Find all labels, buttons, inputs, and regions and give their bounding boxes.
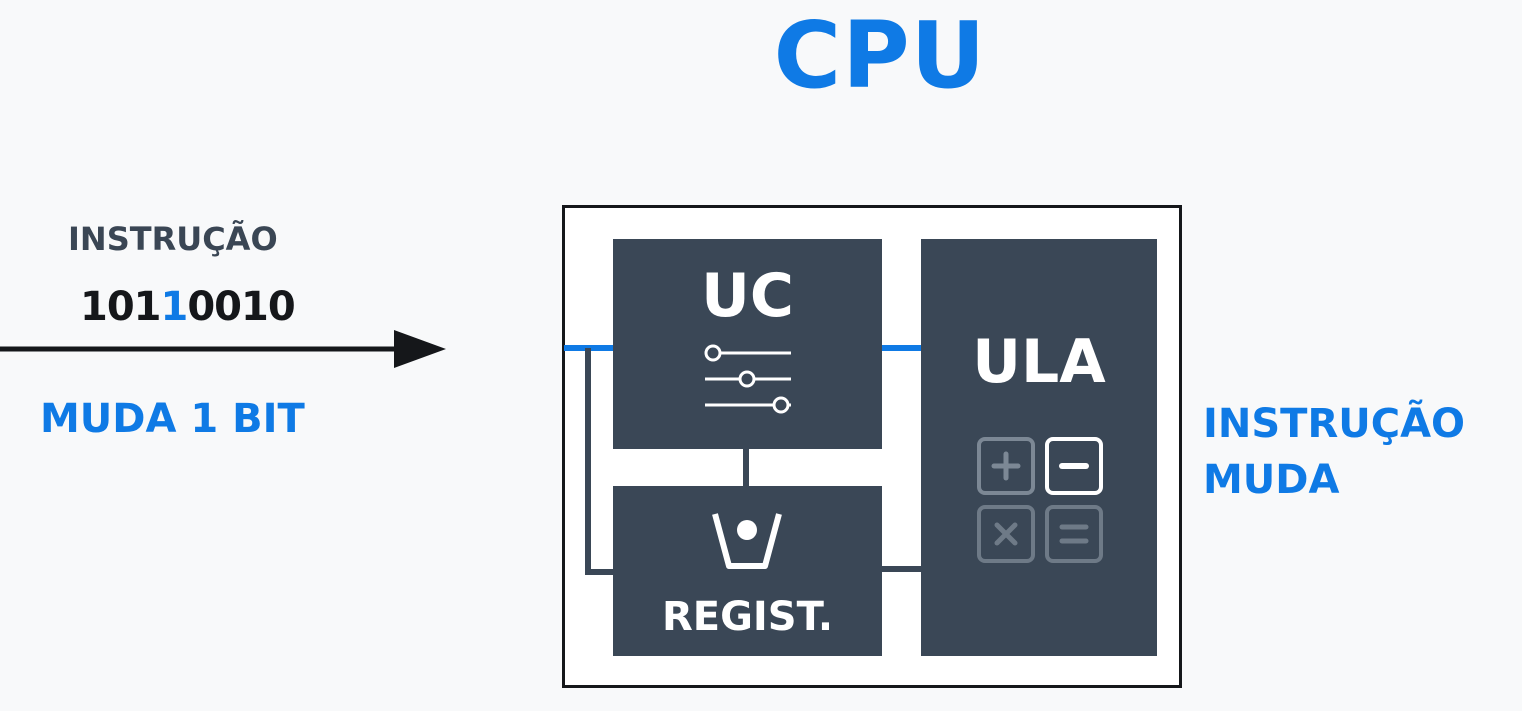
changed-bit: 1 <box>160 284 189 330</box>
change-note: MUDA 1 BIT <box>40 396 305 442</box>
bits-before: 101 <box>80 284 161 330</box>
alu-block: ULA <box>921 239 1157 656</box>
calculator-icon <box>977 437 1103 563</box>
sliders-icon <box>704 344 791 414</box>
instruction-label: INSTRUÇÃO <box>68 220 278 258</box>
cpu-title: CPU <box>773 2 987 109</box>
bucket-icon <box>712 513 782 569</box>
cpu-wires <box>564 345 921 575</box>
bits-after: 0010 <box>187 284 295 330</box>
result-line-2: MUDA <box>1203 457 1340 503</box>
alu-label: ULA <box>972 327 1106 397</box>
registers-block: REGIST. <box>613 486 882 656</box>
registers-label: REGIST. <box>661 594 834 640</box>
result-line-1: INSTRUÇÃO <box>1203 401 1466 447</box>
control-unit-label: UC <box>701 261 794 331</box>
result-note: INSTRUÇÃO MUDA <box>1203 396 1465 508</box>
input-arrow <box>0 330 446 368</box>
instruction-bits: 10110010 <box>80 284 296 330</box>
control-unit-block: UC <box>613 239 882 449</box>
